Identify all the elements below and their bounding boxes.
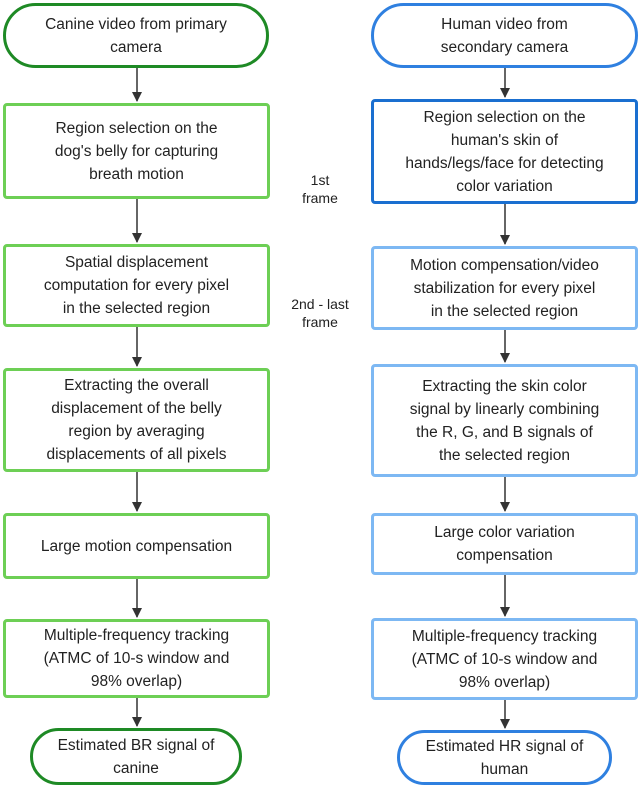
right-step-2: Motion compensation/video stabilization … bbox=[371, 246, 638, 330]
left-step-3-label: Extracting the overall displacement of t… bbox=[46, 377, 227, 463]
right-step-5-label: Multiple-frequency tracking (ATMC of 10-… bbox=[411, 627, 598, 691]
right-start-node: Human video from secondary camera bbox=[371, 3, 638, 68]
right-step-2-label: Motion compensation/video stabilization … bbox=[410, 256, 599, 320]
left-step-4-label: Large motion compensation bbox=[40, 537, 233, 555]
right-step-5: Multiple-frequency tracking (ATMC of 10-… bbox=[371, 618, 638, 700]
left-start-node: Canine video from primary camera bbox=[3, 3, 269, 68]
left-step-3: Extracting the overall displacement of t… bbox=[3, 368, 270, 472]
right-step-4: Large color variation compensation bbox=[371, 513, 638, 575]
left-step-1-label: Region selection on the dog's belly for … bbox=[54, 119, 219, 183]
left-start-label: Canine video from primary camera bbox=[45, 15, 227, 56]
left-step-1: Region selection on the dog's belly for … bbox=[3, 103, 270, 199]
left-step-2: Spatial displacement computation for eve… bbox=[3, 244, 270, 327]
right-step-3-label: Extracting the skin color signal by line… bbox=[409, 377, 600, 464]
right-step-1-label: Region selection on the human's skin of … bbox=[405, 108, 604, 195]
left-end-label: Estimated BR signal of canine bbox=[57, 736, 215, 777]
right-end-node: Estimated HR signal of human bbox=[397, 730, 612, 785]
right-step-3: Extracting the skin color signal by line… bbox=[371, 364, 638, 477]
right-step-4-label: Large color variation compensation bbox=[434, 524, 575, 564]
first-frame-label: 1st frame bbox=[302, 172, 338, 206]
right-end-label: Estimated HR signal of human bbox=[425, 737, 584, 778]
left-step-2-label: Spatial displacement computation for eve… bbox=[43, 254, 230, 317]
other-frames-label: 2nd - last frame bbox=[291, 296, 349, 330]
left-step-4: Large motion compensation bbox=[3, 513, 270, 579]
right-step-1: Region selection on the human's skin of … bbox=[371, 99, 638, 204]
left-step-5: Multiple-frequency tracking (ATMC of 10-… bbox=[3, 619, 270, 698]
left-end-node: Estimated BR signal of canine bbox=[30, 728, 242, 785]
left-step-5-label: Multiple-frequency tracking (ATMC of 10-… bbox=[43, 627, 230, 690]
right-start-label: Human video from secondary camera bbox=[440, 15, 569, 56]
